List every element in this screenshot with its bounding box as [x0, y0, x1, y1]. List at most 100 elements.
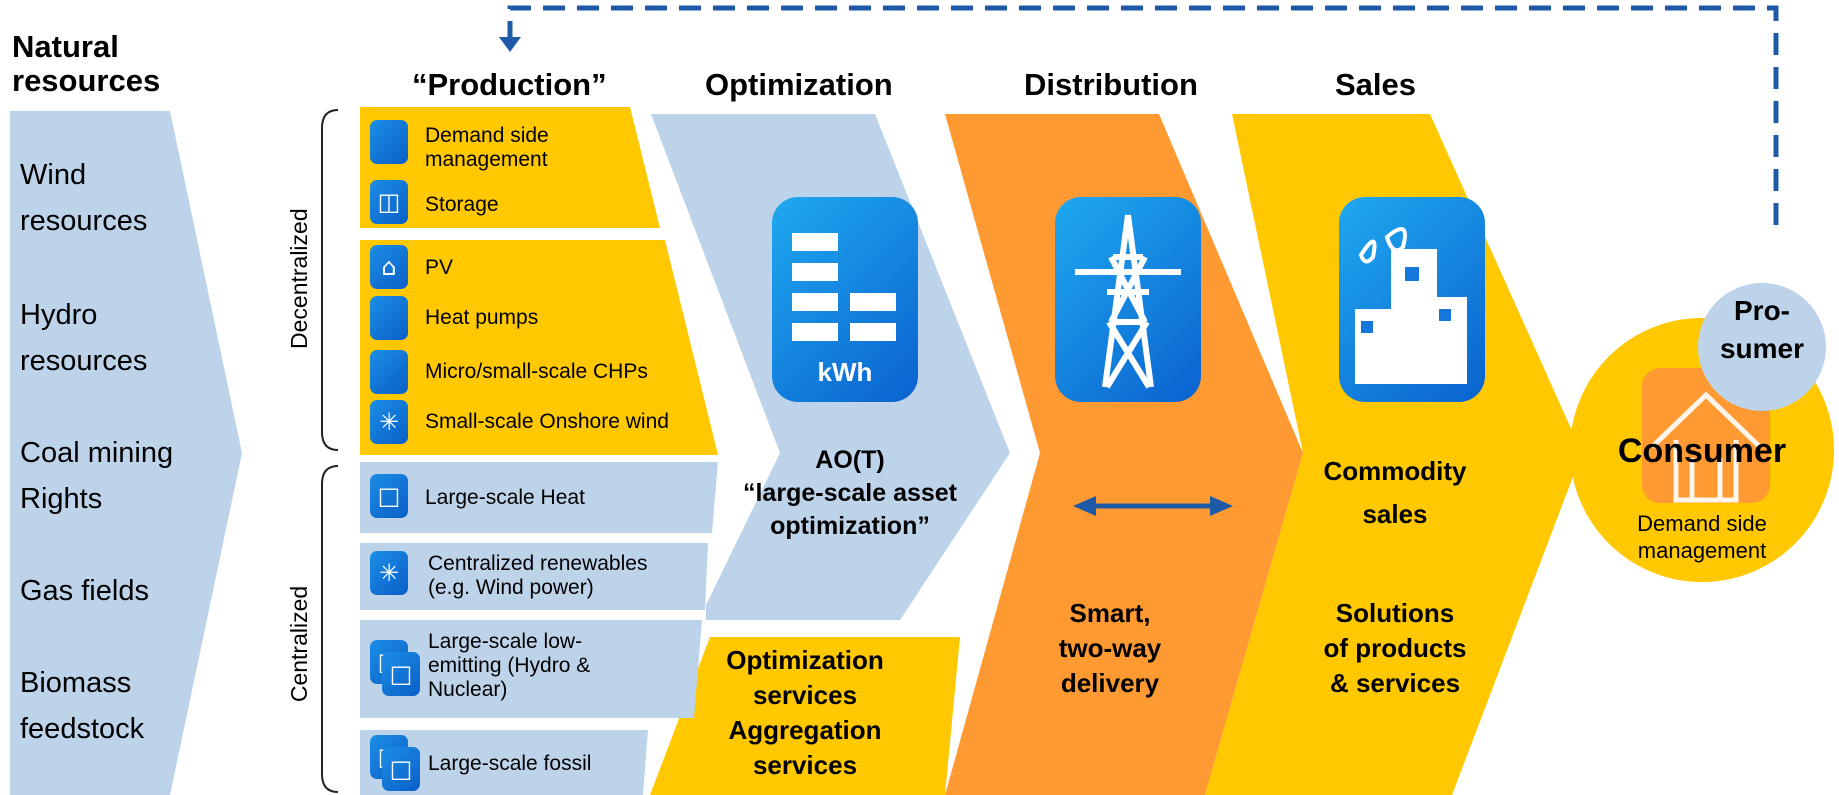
consumer-subtitle-line2: management: [1637, 538, 1767, 563]
distribution-main-text: Smart, two-way delivery: [1005, 596, 1215, 701]
production-box-demand-side: [360, 107, 660, 228]
consumer-subtitle-line1: Demand side: [1637, 511, 1767, 536]
solutions-line3: & services: [1329, 668, 1461, 698]
optimization-main-text: AO(T) “large-scale asset optimization”: [700, 444, 1000, 543]
production-item-low-emitting: Large-scale low- emitting (Hydro & Nucle…: [428, 630, 590, 702]
decentralized-brace: [321, 109, 339, 451]
feedback-arrowhead: [499, 37, 521, 52]
header-sales: Sales: [1335, 67, 1417, 102]
resource-hydro-line2: resources: [20, 345, 148, 377]
prosumer-line1: Pro-: [1734, 295, 1790, 326]
resource-biomass-line2: feedstock: [20, 713, 145, 745]
two-way-arrow-right-head: [1210, 496, 1233, 516]
sales-commodity-text: Commodity sales: [1290, 450, 1500, 536]
sales-chevron: [1205, 114, 1582, 795]
header-natural-resources: Natural resources: [12, 30, 160, 98]
resource-gas-line1: Gas fields: [20, 575, 149, 607]
item-demand-line2: management: [425, 148, 548, 171]
two-way-arrow-left-head: [1073, 496, 1096, 516]
production-item-storage: Storage: [425, 193, 499, 216]
optimization-services-box: [650, 637, 960, 795]
distribution-chevron: [945, 114, 1303, 795]
resource-biomass: Biomass feedstock: [20, 660, 144, 752]
production-box-large-heat: [360, 462, 718, 533]
resource-gas: Gas fields: [20, 568, 149, 614]
resource-coal-line1: Coal mining: [20, 437, 174, 469]
production-item-fossil: Large-scale fossil: [428, 752, 592, 775]
power-plant-stack-icon: □: [382, 652, 420, 696]
header-natural-line1: Natural: [12, 29, 119, 64]
prosumer-circle: [1698, 283, 1826, 411]
services-line4: services: [752, 750, 858, 780]
item-central-line1: Centralized renewables: [428, 552, 648, 575]
natural-resources-chevron: [10, 111, 242, 795]
label-centralized: Centralized: [286, 585, 312, 703]
item-low-line3: Nuclear): [428, 678, 508, 701]
item-demand-line1: Demand side: [425, 124, 549, 147]
wind-turbine-icon: ✳: [370, 400, 408, 444]
production-item-onshore-wind: Small-scale Onshore wind: [425, 410, 669, 433]
header-optimization: Optimization: [705, 67, 893, 102]
services-line2: services: [752, 680, 858, 710]
item-low-line1: Large-scale low-: [428, 630, 583, 653]
header-distribution: Distribution: [1024, 67, 1198, 102]
blank-icon: [370, 296, 408, 340]
production-item-heat-pumps: Heat pumps: [425, 306, 539, 329]
prosumer-label: Pro- sumer: [1700, 292, 1824, 368]
resource-hydro-line1: Hydro: [20, 299, 98, 331]
power-plant-icon: □: [370, 474, 408, 518]
consumer-subtitle: Demand side management: [1592, 510, 1812, 564]
production-item-pv: PV: [425, 256, 454, 279]
production-item-demand-side: Demand side management: [425, 124, 549, 172]
resource-wind: Wind resources: [20, 152, 147, 244]
optimization-line3: optimization”: [770, 512, 930, 540]
header-natural-line2: resources: [12, 63, 161, 98]
production-item-central-renewables: Centralized renewables (e.g. Wind power): [428, 552, 647, 600]
production-item-chps: Micro/small-scale CHPs: [425, 360, 648, 383]
feedback-dashed-line: [507, 5, 1779, 225]
item-central-line2: (e.g. Wind power): [428, 576, 594, 599]
distribution-line1: Smart,: [1069, 598, 1151, 628]
item-low-line2: emitting (Hydro &: [428, 654, 591, 677]
kwh-bars-icon: kWh: [772, 197, 918, 402]
prosumer-line2: sumer: [1719, 333, 1805, 364]
blank-icon: [370, 120, 408, 164]
consumer-house-icon: [1650, 391, 1762, 503]
production-box-pv-wind: [360, 240, 718, 455]
resource-hydro: Hydro resources: [20, 292, 147, 384]
buildings-leaf-icon: [1339, 197, 1485, 402]
wind-turbine-icon: ✳: [370, 551, 408, 595]
solutions-line2: of products: [1323, 633, 1467, 663]
services-line1: Optimization: [726, 645, 884, 675]
production-box-central-renewables: [360, 543, 708, 610]
resource-coal-line2: Rights: [20, 483, 103, 515]
kwh-label: kWh: [817, 357, 873, 387]
production-box-low-emitting: [360, 620, 702, 718]
label-decentralized: Decentralized: [286, 208, 312, 349]
commodity-line2: sales: [1362, 499, 1428, 529]
battery-car-icon: ◫: [370, 180, 408, 224]
power-pylon-icon: [1055, 197, 1201, 402]
blank-icon: [370, 350, 408, 394]
optimization-line2: “large-scale asset: [742, 479, 958, 507]
optimization-line1: AO(T): [815, 446, 885, 474]
consumer-title: Consumer: [1617, 432, 1787, 470]
production-box-fossil: [360, 730, 648, 795]
resource-biomass-line1: Biomass: [20, 667, 132, 699]
distribution-line2: two-way: [1058, 633, 1162, 663]
power-plant-stack-icon: □: [382, 747, 420, 791]
header-production: “Production”: [412, 67, 607, 102]
solutions-line1: Solutions: [1335, 598, 1455, 628]
commodity-line1: Commodity: [1323, 456, 1467, 486]
resource-coal: Coal mining Rights: [20, 430, 173, 522]
resource-wind-line2: resources: [20, 205, 148, 237]
optimization-services-text: Optimization services Aggregation servic…: [655, 643, 955, 783]
distribution-line3: delivery: [1060, 668, 1160, 698]
resource-wind-line1: Wind: [20, 159, 87, 191]
centralized-brace: [321, 465, 339, 793]
sales-solutions-text: Solutions of products & services: [1290, 596, 1500, 701]
services-line3: Aggregation: [728, 715, 882, 745]
house-solar-icon: ⌂: [370, 245, 408, 289]
